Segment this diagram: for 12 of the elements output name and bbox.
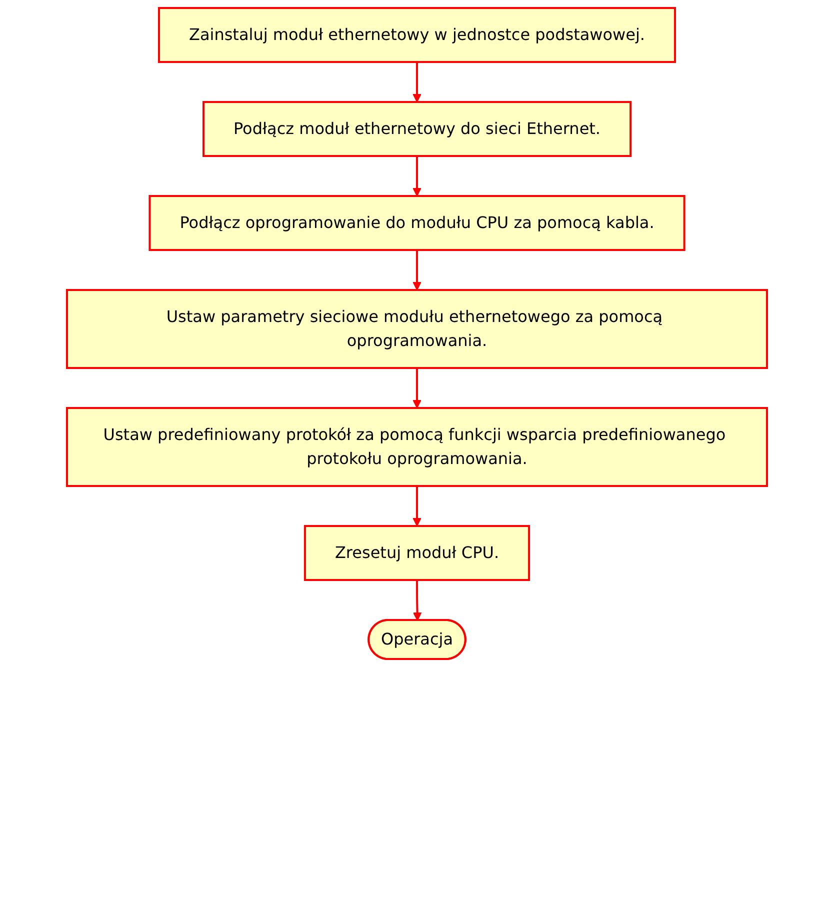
arrow — [412, 250, 421, 290]
arrow — [412, 368, 421, 408]
node-box: Podłącz moduł ethernetowy do sieci Ethernet. — [202, 101, 632, 157]
arrow — [412, 156, 421, 196]
node-box: Ustaw predefiniowany protokół za pomocą funkcji wsparcia predefiniowanego protokołu oprogramowania. — [66, 407, 768, 487]
node-box: Ustaw parametry sieciowe modułu ethernetowego za pomocą oprogramowania. — [66, 289, 768, 369]
arrow — [412, 580, 422, 621]
node-box: Podłącz oprogramowanie do modułu CPU za pomocą kabla. — [148, 195, 685, 251]
arrow — [412, 62, 421, 102]
node-box: Zresetuj moduł CPU. — [303, 525, 530, 581]
arrow — [412, 486, 421, 526]
node-box: Zainstaluj moduł ethernetowy w jednostce podstawowej. — [158, 7, 676, 63]
